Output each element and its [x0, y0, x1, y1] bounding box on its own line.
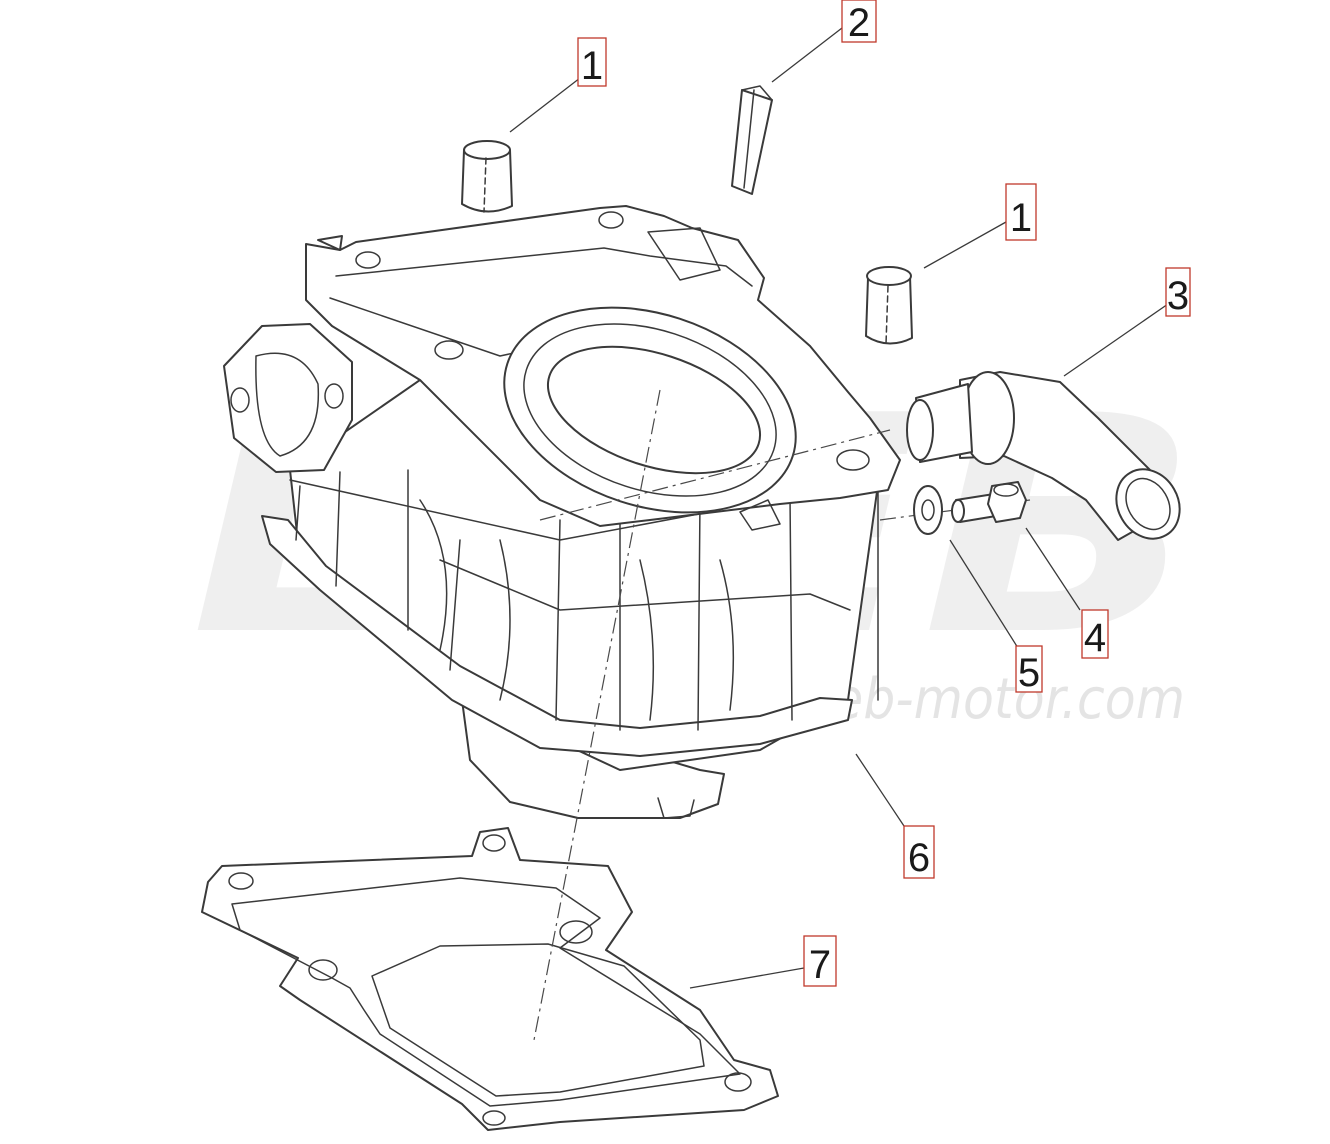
- water-outlet-elbow: [906, 371, 1181, 541]
- callout-label: 3: [1167, 274, 1189, 318]
- callout-5: 5: [1015, 645, 1043, 695]
- callout-label: 7: [809, 943, 831, 987]
- callout-1-top: 1: [577, 37, 607, 88]
- callout-2: 2: [841, 0, 877, 45]
- axis-line: [539, 429, 891, 521]
- callout-1-right: 1: [1005, 183, 1037, 241]
- callout-label: 1: [1010, 196, 1032, 240]
- cylinder-block: [223, 205, 901, 819]
- bolt: [951, 481, 1027, 523]
- chain-guide: [731, 85, 773, 195]
- callout-label: 2: [848, 1, 870, 45]
- washer: [913, 485, 943, 535]
- dowel-pin-right: [865, 266, 913, 345]
- callout-label: 5: [1018, 651, 1040, 695]
- callout-3: 3: [1165, 267, 1191, 318]
- callout-4: 4: [1081, 609, 1109, 660]
- dowel-pin: [461, 140, 513, 213]
- center-line: [533, 389, 661, 1041]
- callout-6: 6: [903, 825, 935, 880]
- callout-label: 6: [908, 836, 930, 880]
- cylinder-base-gasket: [201, 827, 779, 1131]
- callout-label: 4: [1084, 616, 1106, 660]
- callout-7: 7: [803, 935, 837, 987]
- leader-lines: [509, 27, 1169, 989]
- callout-label: 1: [581, 44, 603, 88]
